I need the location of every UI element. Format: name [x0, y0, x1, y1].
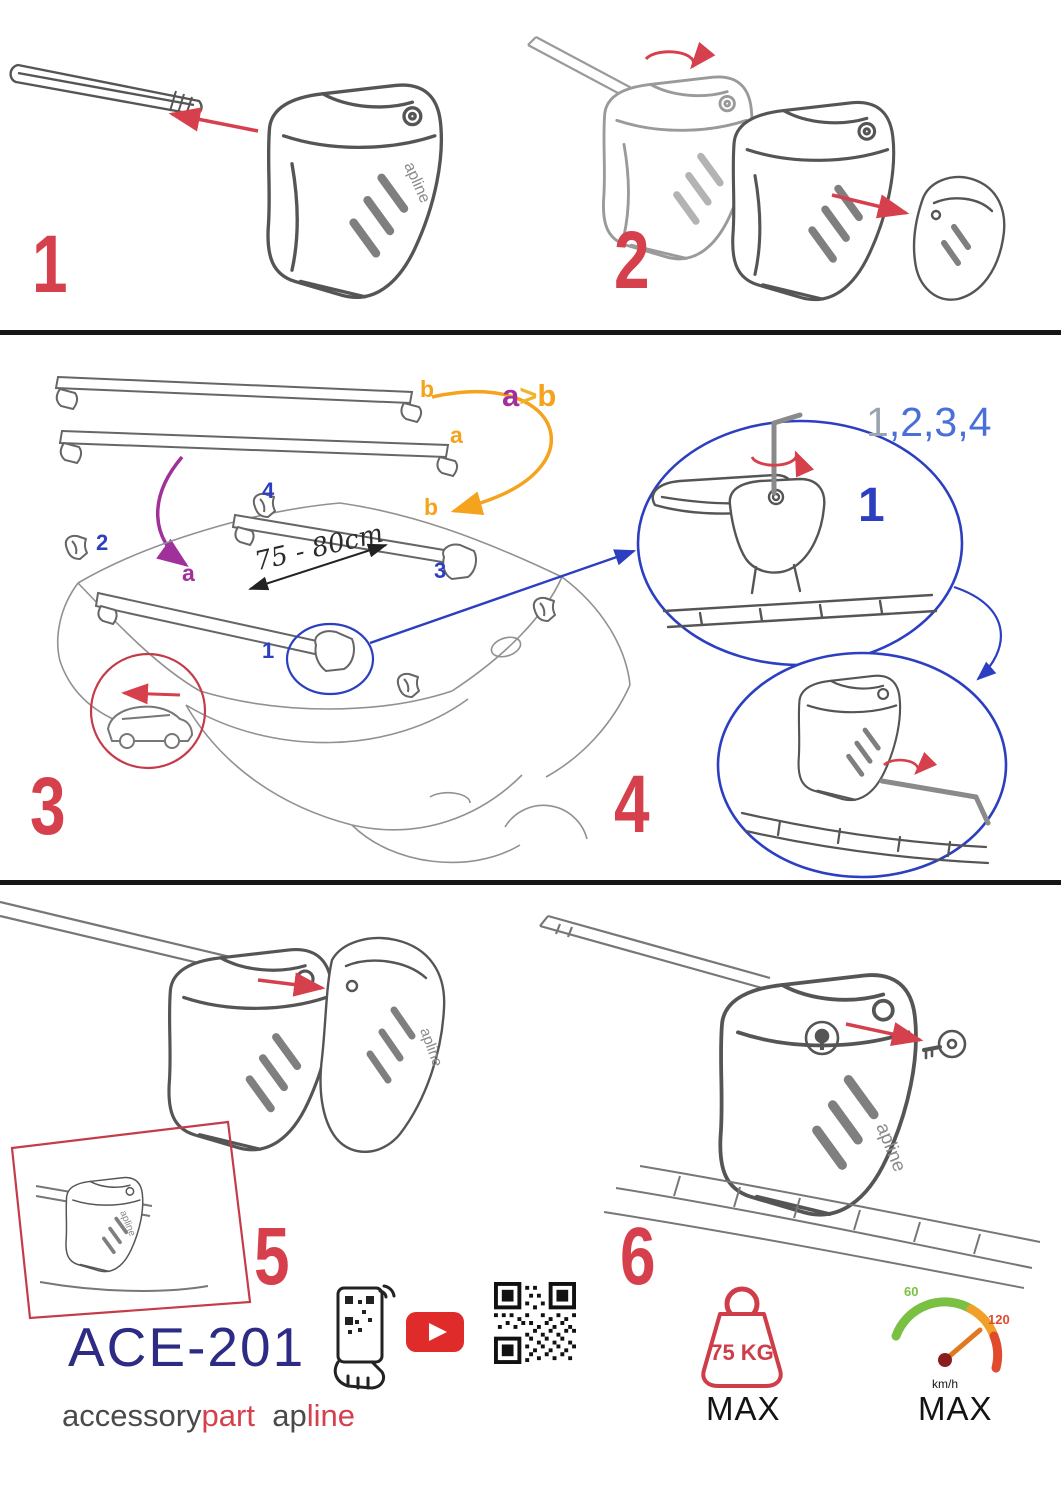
- brand-wordmark: accessorypart apline: [62, 1398, 355, 1433]
- max-load-label: MAX: [706, 1390, 781, 1427]
- gauge-low-tick: 60: [904, 1284, 918, 1299]
- max-load-value: 75 KG: [710, 1340, 774, 1365]
- detail-pointer-arrow: [369, 549, 637, 645]
- direction-arrow: [121, 683, 181, 705]
- max-speed-label: MAX: [918, 1390, 993, 1427]
- step2-foot-drawing: [733, 102, 894, 299]
- detail-2-drawing: [716, 651, 1008, 879]
- scan-qr-phone-icon: [333, 1284, 396, 1390]
- roof-bar-a-label: a: [182, 560, 195, 586]
- detail-1-rotate-arrow: [750, 450, 814, 478]
- lock-keyhole-icon: [804, 1020, 840, 1056]
- product-code: ACE-201: [68, 1316, 306, 1378]
- roof-rear-bar-drawing: [231, 513, 477, 581]
- gauge-unit: km/h: [932, 1377, 958, 1391]
- crossbar-b-drawing: [54, 375, 423, 424]
- step6-key-arrow: [845, 1022, 924, 1047]
- section-divider-1: [0, 330, 1061, 335]
- steps-1-2-illustration: apline: [9, 36, 1006, 327]
- direction-inset: [89, 652, 207, 770]
- step6-number: 6: [620, 1211, 656, 1302]
- gauge-needle: [942, 1327, 983, 1363]
- position-1-label: 1: [262, 638, 275, 663]
- step3-number: 3: [30, 761, 66, 852]
- step5-foot-drawing: [169, 950, 332, 1150]
- tightening-sequence-label: 1,2,3,4: [866, 399, 992, 445]
- bar-b-placement-arrow: [431, 390, 554, 516]
- step1-crossbar-drawing: [9, 63, 203, 116]
- step5-cover-drawing: [319, 936, 446, 1153]
- detail-1-number: 1: [858, 479, 885, 532]
- allen-key-icon: [771, 412, 803, 496]
- step5-assembled-inset: apline: [10, 1120, 252, 1320]
- bar-a-placement-arrow: [156, 455, 189, 568]
- step4-number: 4: [614, 759, 650, 850]
- stack-bar-b-label: b: [420, 376, 435, 402]
- step2-number: 2: [614, 215, 650, 306]
- steps-5-6-illustration: apline apline apline: [0, 900, 1041, 1320]
- detail-connector-arrow: [953, 585, 1002, 681]
- roof-bar-b-label: b: [424, 494, 439, 520]
- position-2-label: 2: [96, 530, 109, 555]
- step5-cover-arrow: [257, 972, 326, 997]
- detail-2-rotate-arrow: [883, 751, 938, 775]
- qr-code-icon: [494, 1282, 576, 1364]
- step6-bar-drawing: [539, 914, 771, 990]
- max-load-weight-icon: 75 KG: [701, 1286, 783, 1388]
- step2-cover-arrow: [831, 193, 910, 219]
- step2-rotate-arrow: [644, 41, 716, 70]
- step6-foot-drawing: [720, 975, 916, 1215]
- bar-distance-arrow: [248, 543, 388, 591]
- position-3-label: 3: [434, 558, 447, 583]
- car-outline-drawing: [57, 502, 631, 864]
- detail-1-drawing: [636, 412, 964, 667]
- mounting-order-label: a>b: [502, 378, 557, 413]
- roof-rail-drawing: [603, 1165, 1041, 1289]
- max-speed-gauge-icon: 60 120 km/h: [891, 1284, 1010, 1391]
- allen-key-icon: [879, 778, 991, 826]
- step1-insert-arrow: [168, 107, 259, 133]
- step1-number: 1: [32, 219, 68, 310]
- foot1-highlight-circle: [285, 622, 375, 696]
- step2-cover-drawing: [912, 175, 1006, 301]
- step5-number: 5: [254, 1211, 290, 1302]
- key-icon: [922, 1029, 967, 1060]
- rail-clamp-drawing: [64, 534, 88, 560]
- rail-clamp-drawing: [396, 672, 420, 698]
- position-4-label: 4: [262, 478, 275, 503]
- roof-front-bar-drawing: [94, 591, 355, 673]
- gauge-high-tick: 120: [988, 1312, 1010, 1327]
- section-divider-2: [0, 880, 1061, 885]
- stack-bar-a-label: a: [450, 422, 463, 448]
- crossbar-a-drawing: [58, 429, 459, 478]
- youtube-icon: [406, 1312, 464, 1352]
- steps-3-4-illustration: [54, 375, 1008, 879]
